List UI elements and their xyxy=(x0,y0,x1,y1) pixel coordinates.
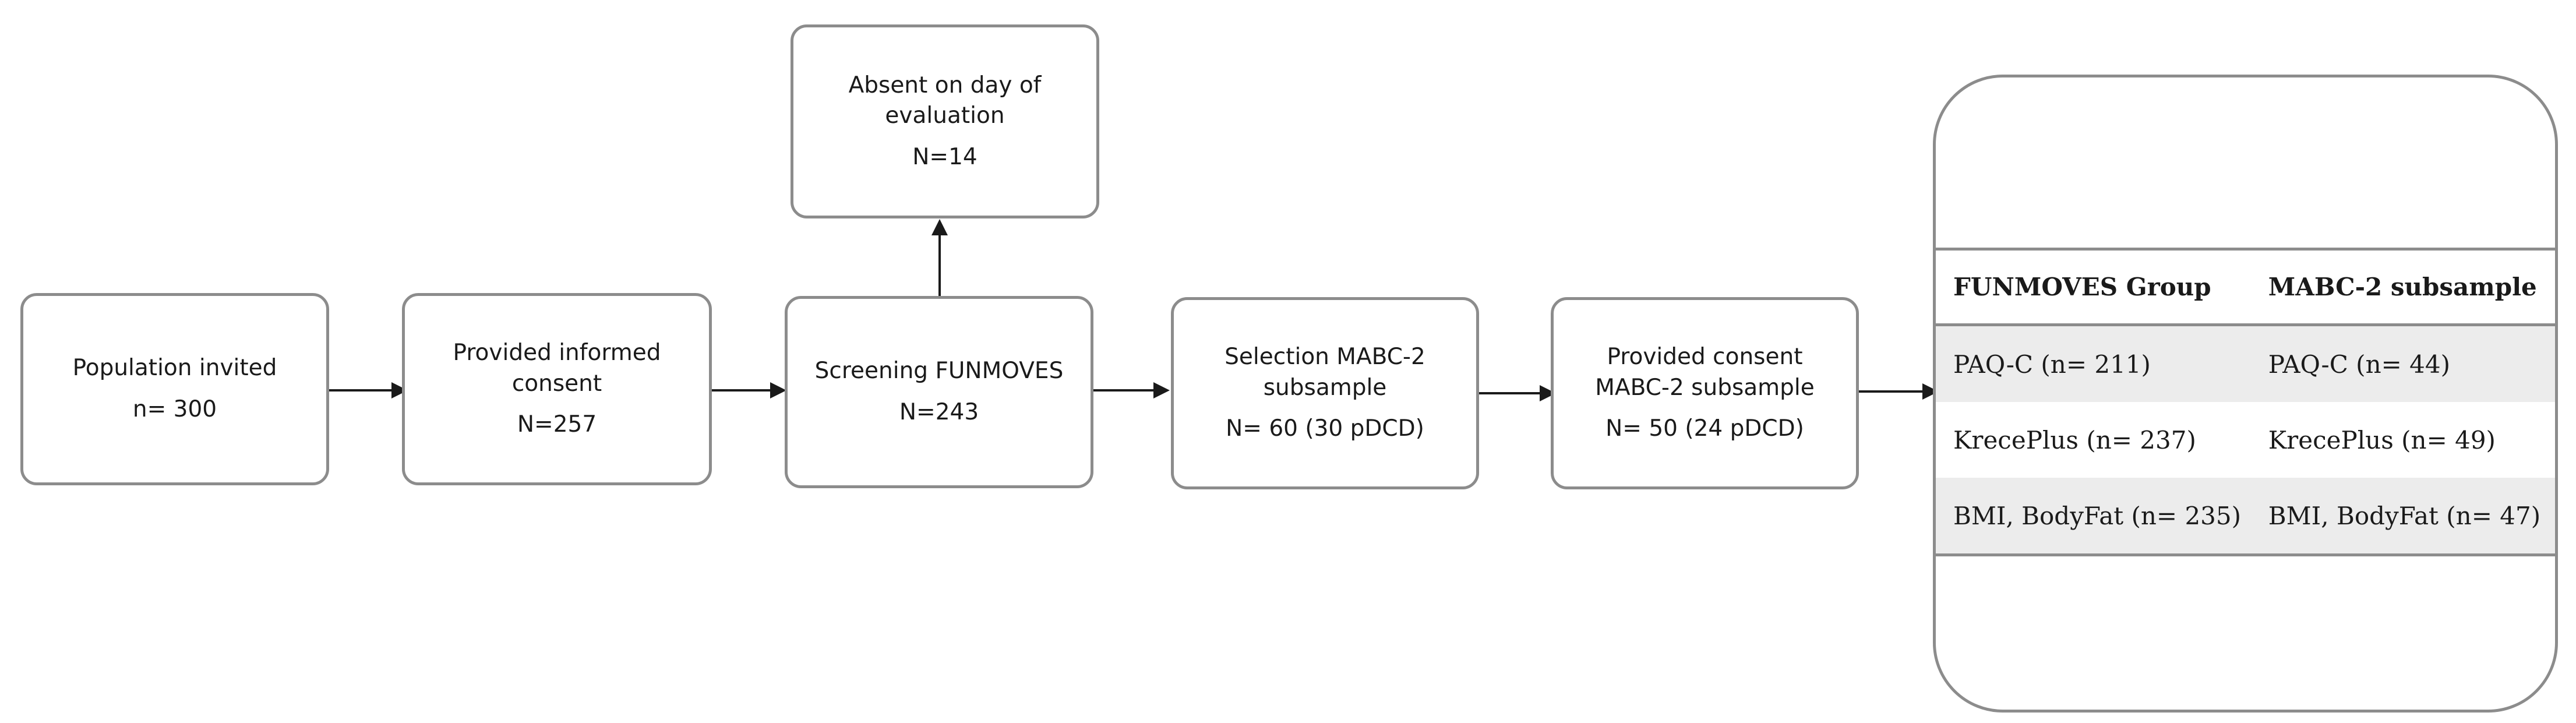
population-label: Population invited xyxy=(72,355,277,382)
informed-consent-box: Provided informed consent N=257 xyxy=(402,293,712,485)
table-cell: PAQ-C (n= 211) xyxy=(1936,325,2257,402)
selection-count: N= 60 (30 pDCD) xyxy=(1226,415,1424,442)
consent-mabc-label-line2: MABC-2 subsample xyxy=(1595,374,1815,401)
absent-count: N=14 xyxy=(912,143,978,170)
consent-count: N=257 xyxy=(517,411,597,438)
arrowhead xyxy=(1540,385,1556,401)
screening-box: Screening FUNMOVES N=243 xyxy=(785,296,1093,488)
table-cell: KrecePlus (n= 49) xyxy=(2268,425,2496,454)
table-cell: BMI, BodyFat (n= 47) xyxy=(2256,478,2555,556)
selection-box: Selection MABC-2 subsample N= 60 (30 pDC… xyxy=(1171,297,1479,489)
screening-count: N=243 xyxy=(899,399,979,425)
table-cell: BMI, BodyFat (n= 235) xyxy=(1936,478,2257,556)
arrowhead xyxy=(770,382,786,398)
consent-mabc-count: N= 50 (24 pDCD) xyxy=(1605,415,1804,442)
population-invited-box: Population invited n= 300 xyxy=(20,293,329,485)
table-header-row: FUNMOVES Group MABC-2 subsample xyxy=(1936,248,2555,326)
consent-label-line2: consent xyxy=(511,370,602,397)
header-mabc-subsample: MABC-2 subsample xyxy=(2256,248,2555,326)
screening-label: Screening FUNMOVES xyxy=(814,358,1064,385)
selection-label-line2: subsample xyxy=(1263,374,1387,401)
results-panel: FUNMOVES Group MABC-2 subsample PAQ-C (n… xyxy=(1933,75,2558,713)
consent-label-line1: Provided informed xyxy=(453,340,661,366)
table-row: BMI, BodyFat (n= 235) BMI, BodyFat (n= 4… xyxy=(1936,478,2555,556)
absent-box: Absent on day of evaluation N=14 xyxy=(791,24,1099,218)
arrowhead xyxy=(1153,382,1170,398)
table-cell: KrecePlus (n= 237) xyxy=(1953,425,2196,454)
results-table: FUNMOVES Group MABC-2 subsample PAQ-C (n… xyxy=(1936,248,2555,556)
absent-label-line2: evaluation xyxy=(885,103,1005,129)
absent-label-line1: Absent on day of xyxy=(848,72,1042,98)
arrowhead xyxy=(931,219,948,235)
consent-mabc-box: Provided consent MABC-2 subsample N= 50 … xyxy=(1551,297,1859,489)
header-funmoves-group: FUNMOVES Group xyxy=(1936,248,2257,326)
arrowhead xyxy=(391,382,408,398)
table-row: PAQ-C (n= 211) PAQ-C (n= 44) xyxy=(1936,325,2555,402)
table-cell: PAQ-C (n= 44) xyxy=(2256,325,2555,402)
table-row: KrecePlus (n= 237) KrecePlus (n= 49) xyxy=(1936,402,2555,478)
population-count: n= 300 xyxy=(132,396,217,422)
consent-mabc-label-line1: Provided consent xyxy=(1607,344,1803,371)
arrowhead xyxy=(1922,383,1939,400)
selection-label-line1: Selection MABC-2 xyxy=(1225,344,1425,371)
